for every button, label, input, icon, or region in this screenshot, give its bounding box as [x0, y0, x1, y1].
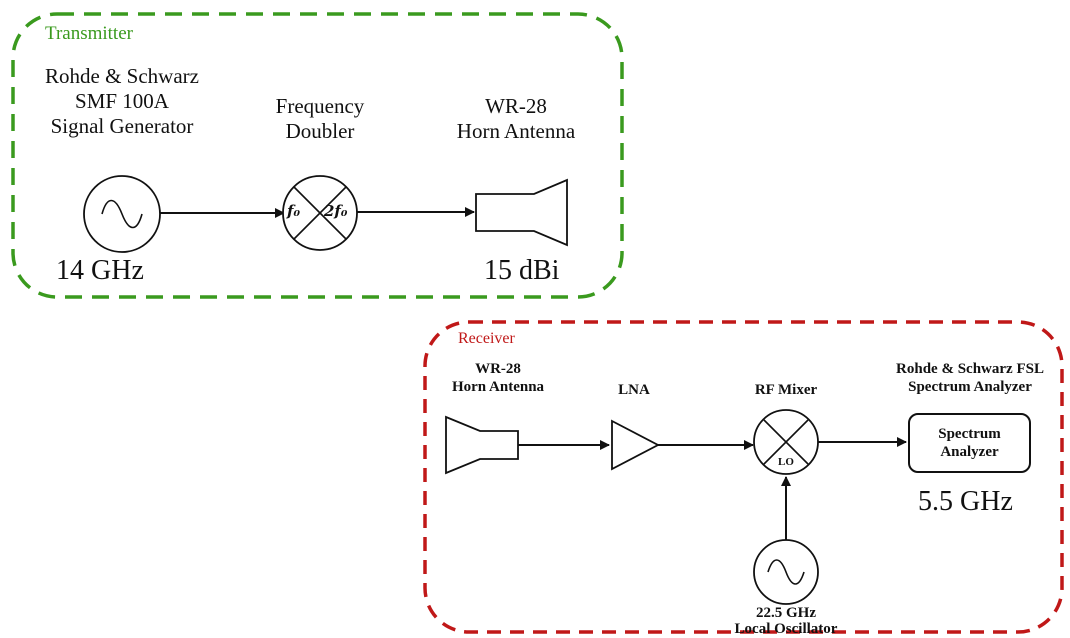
- lna-label: LNA: [618, 382, 650, 398]
- tx-horn-label-line: Horn Antenna: [456, 119, 576, 144]
- signal-generator-label-line: Rohde & Schwarz: [45, 64, 199, 88]
- local-oscillator-icon: [753, 539, 819, 605]
- transmitter-title: Transmitter: [45, 23, 133, 44]
- tx-horn-antenna-icon: [475, 178, 568, 247]
- if-frequency: 5.5 GHz: [918, 486, 1013, 517]
- spectrum-analyzer-label-line: Spectrum Analyzer: [908, 379, 1032, 395]
- doubler-label-line: Doubler: [285, 119, 355, 144]
- spectrum-analyzer-box-line: Analyzer: [940, 444, 999, 460]
- local-oscillator-label-line: Local Oscillator: [734, 620, 838, 637]
- tx-horn-label: WR-28 Horn Antenna: [436, 94, 596, 144]
- signal-generator-label: Rohde & Schwarz SMF 100A Signal Generato…: [17, 64, 227, 140]
- tx-horn-label-line: WR-28: [485, 94, 547, 118]
- local-oscillator-label-line: 22.5 GHz: [756, 605, 816, 621]
- transmitter-box: [11, 12, 624, 299]
- signal-generator-label-line: Signal Generator: [50, 114, 194, 139]
- spectrum-analyzer-box: [908, 413, 1031, 473]
- doubler-output-label: 2f₀: [324, 202, 348, 220]
- spectrum-analyzer-box-text: Spectrum Analyzer: [909, 414, 1030, 472]
- signal-generator-label-line: SMF 100A: [75, 89, 169, 114]
- lna-icon: [611, 419, 660, 471]
- receiver-box: [423, 320, 1064, 634]
- tx-antenna-gain: 15 dBi: [484, 255, 560, 286]
- local-oscillator-label: 22.5 GHz Local Oscillator: [721, 605, 851, 638]
- rx-horn-label-line: Horn Antenna: [451, 379, 545, 395]
- rx-horn-label: WR-28 Horn Antenna: [433, 360, 563, 396]
- receiver-title: Receiver: [458, 330, 515, 347]
- rf-mixer-icon: [753, 409, 819, 475]
- tx-frequency: 14 GHz: [56, 255, 144, 286]
- spectrum-analyzer-label-line: Rohde & Schwarz FSL: [896, 361, 1044, 377]
- rx-horn-antenna-icon: [445, 415, 519, 475]
- doubler-label-line: Frequency: [275, 94, 365, 118]
- rf-mixer-label: RF Mixer: [754, 382, 818, 398]
- mixer-lo-label: LO: [778, 456, 794, 468]
- signal-generator-icon: [83, 175, 161, 253]
- doubler-input-label: f₀: [287, 202, 301, 220]
- frequency-doubler-icon: [282, 175, 358, 251]
- doubler-label: Frequency Doubler: [250, 94, 390, 144]
- rx-horn-label-line: WR-28: [475, 361, 521, 377]
- spectrum-analyzer-box-line: Spectrum: [938, 426, 1001, 442]
- spectrum-analyzer-label: Rohde & Schwarz FSL Spectrum Analyzer: [880, 360, 1060, 396]
